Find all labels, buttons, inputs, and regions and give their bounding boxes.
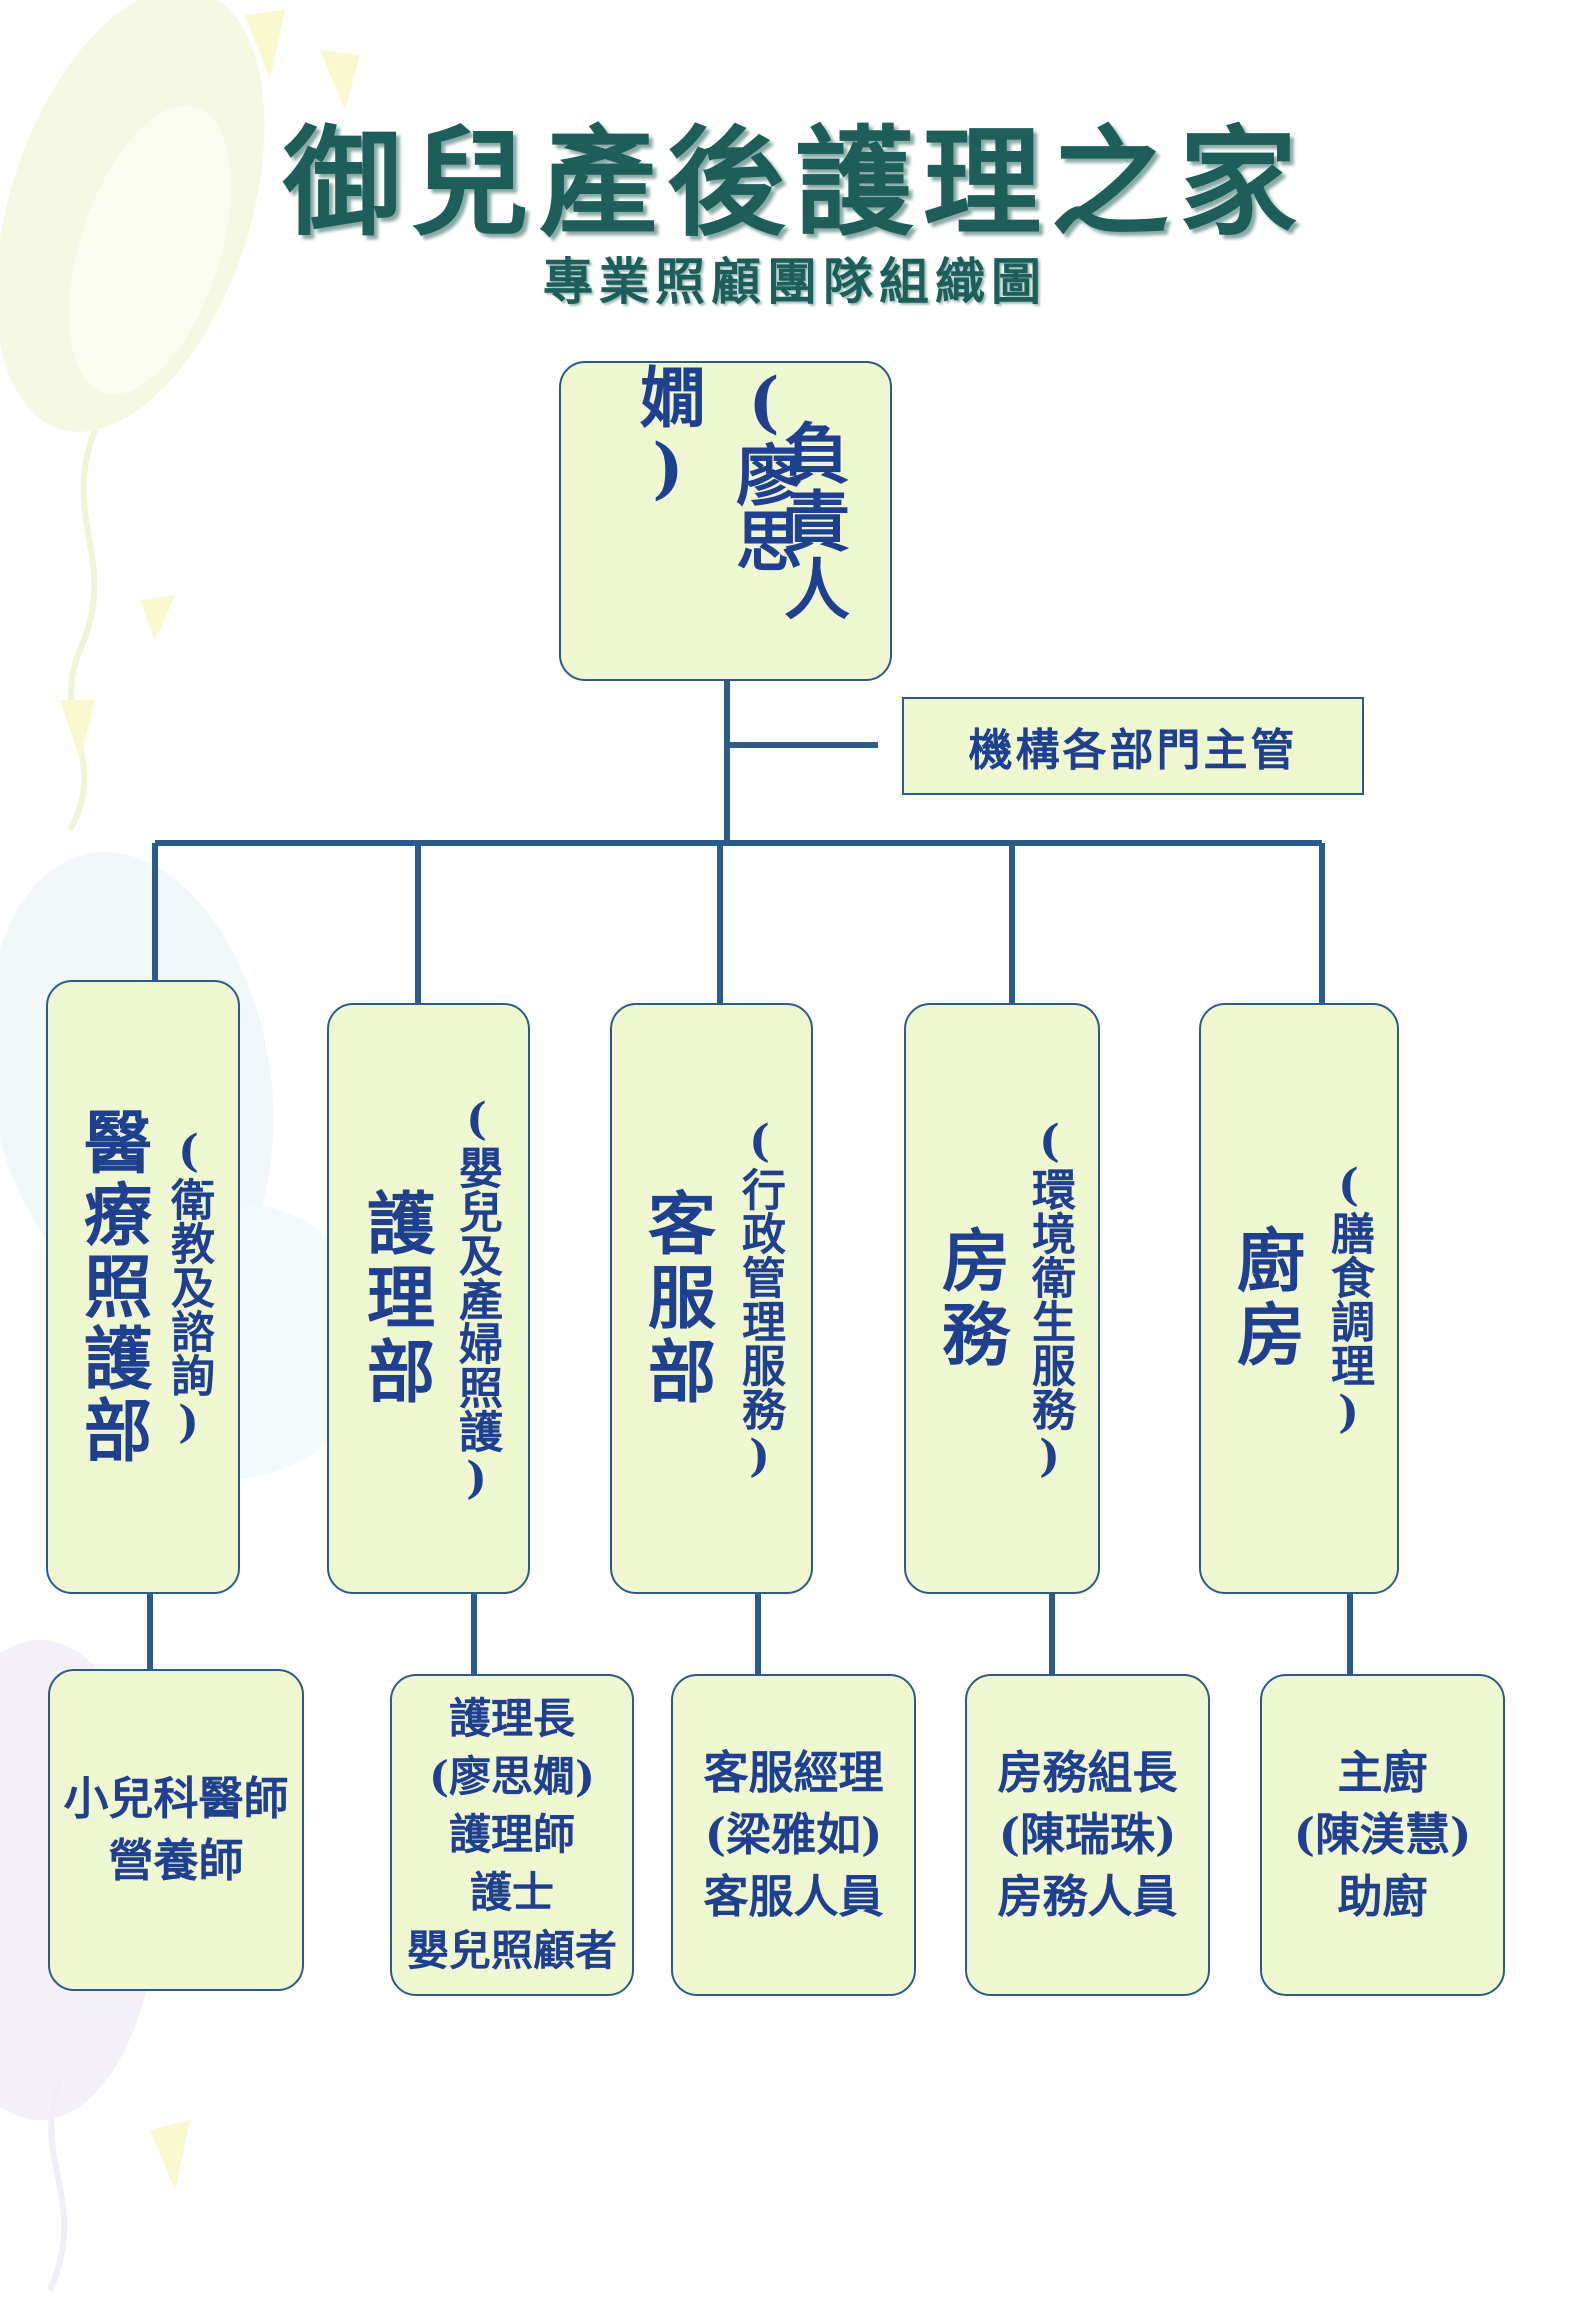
department-box: (環境衛生服務) 房務 xyxy=(904,1003,1100,1594)
staff-line: 助廚 xyxy=(1337,1870,1428,1923)
staff-line: 嬰兒照顧者 xyxy=(406,1926,617,1975)
staff-line: (廖思嫺) xyxy=(429,1752,595,1801)
department-box: (行政管理服務) 客服部 xyxy=(610,1003,813,1594)
staff-line: 客服人員 xyxy=(703,1870,884,1923)
chart-title: 御兒產後護理之家 xyxy=(282,113,1307,252)
department-box: (衛教及諮詢) 醫療照護部 xyxy=(46,980,240,1594)
staff-box: 房務組長 (陳瑞珠) 房務人員 xyxy=(965,1674,1210,1996)
department-desc: (行政管理服務) xyxy=(734,1115,785,1482)
root-name: (廖思嫺) xyxy=(629,363,803,573)
root-box: 負責人 (廖思嫺) xyxy=(559,361,892,681)
advisor-box: 機構各部門主管 xyxy=(902,697,1364,795)
department-desc: (環境衛生服務) xyxy=(1024,1115,1075,1482)
department-desc: (嬰兒及產婦照護) xyxy=(451,1093,502,1504)
department-name: 客服部 xyxy=(635,1187,716,1410)
staff-box: 小兒科醫師 營養師 xyxy=(48,1669,304,1991)
staff-line: 護理師 xyxy=(448,1810,575,1859)
department-name: 廚房 xyxy=(1224,1224,1305,1373)
staff-box: 護理長 (廖思嫺) 護理師 護士 嬰兒照顧者 xyxy=(390,1674,634,1996)
chart-subtitle: 專業照顧團隊組織圖 xyxy=(543,252,1047,311)
staff-line: 房務組長 xyxy=(997,1746,1178,1799)
staff-line: (陳渼慧) xyxy=(1293,1808,1472,1861)
staff-line: 營養師 xyxy=(108,1834,244,1887)
department-name: 醫療照護部 xyxy=(71,1107,152,1467)
staff-box: 主廚 (陳渼慧) 助廚 xyxy=(1260,1674,1505,1996)
department-name: 護理部 xyxy=(354,1187,435,1410)
department-box: (嬰兒及產婦照護) 護理部 xyxy=(327,1003,530,1594)
staff-line: 主廚 xyxy=(1337,1746,1428,1799)
root-role: 負責人 xyxy=(773,419,851,623)
staff-box: 客服經理 (梁雅如) 客服人員 xyxy=(671,1674,916,1996)
staff-line: 房務人員 xyxy=(997,1870,1178,1923)
staff-line: 小兒科醫師 xyxy=(63,1772,289,1825)
staff-line: 客服經理 xyxy=(703,1746,884,1799)
staff-line: 護士 xyxy=(469,1868,554,1917)
staff-line: 護理長 xyxy=(448,1694,575,1743)
department-desc: (膳食調理) xyxy=(1323,1159,1374,1438)
department-box: (膳食調理) 廚房 xyxy=(1199,1003,1399,1594)
staff-line: (梁雅如) xyxy=(704,1808,883,1861)
department-name: 房務 xyxy=(929,1224,1010,1373)
department-desc: (衛教及諮詢) xyxy=(163,1126,214,1448)
staff-line: (陳瑞珠) xyxy=(998,1808,1177,1861)
